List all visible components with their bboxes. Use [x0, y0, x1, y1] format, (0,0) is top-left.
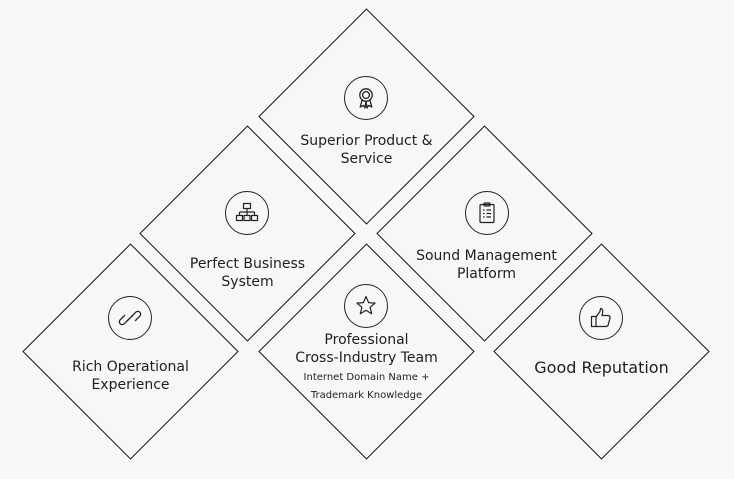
label-line-2: Service: [340, 151, 393, 167]
label-line-2: Experience: [91, 377, 170, 393]
diamond-professional-team: Professional Cross-Industry Team Interne…: [258, 243, 475, 460]
sublabel-line-2: Trademark Knowledge: [310, 390, 423, 401]
label-line-1: Superior Product &: [300, 133, 433, 149]
label-line-1: Sound Management: [416, 248, 557, 264]
star-icon: [344, 284, 388, 328]
node-label: Professional Cross-Industry Team: [286, 331, 447, 367]
award-ribbon-icon: [344, 76, 388, 120]
label-line-2: System: [221, 274, 274, 290]
diamond-rich-operational-experience: Rich Operational Experience: [22, 243, 239, 460]
node-label: Sound Management Platform: [406, 247, 567, 283]
label-line-2: Platform: [456, 266, 517, 282]
label-line-1: Perfect Business: [189, 256, 306, 272]
label-line-1: Professional: [324, 332, 409, 348]
node-label: Perfect Business System: [177, 255, 318, 291]
node-label: Superior Product & Service: [296, 132, 437, 168]
diamond-sound-management-platform: Sound Management Platform: [376, 125, 593, 342]
label-line-1: Rich Operational: [72, 359, 189, 375]
label-line-2: Cross-Industry Team: [295, 350, 438, 366]
link-icon: [108, 296, 152, 340]
node-label: Rich Operational Experience: [60, 358, 201, 394]
clipboard-list-icon: [465, 191, 509, 235]
diamond-shape: [22, 243, 239, 460]
diamond-perfect-business-system: Perfect Business System: [139, 125, 356, 342]
node-label: Good Reputation: [521, 359, 682, 377]
diamond-superior-product-service: Superior Product & Service: [258, 8, 475, 225]
label-line-1: Good Reputation: [534, 358, 669, 377]
diamond-shape: [493, 243, 710, 460]
diamond-good-reputation: Good Reputation: [493, 243, 710, 460]
org-chart-icon: [225, 191, 269, 235]
node-sublabel: Internet Domain Name + Trademark Knowled…: [286, 369, 447, 405]
sublabel-line-1: Internet Domain Name +: [303, 372, 430, 383]
thumbs-up-icon: [579, 296, 623, 340]
